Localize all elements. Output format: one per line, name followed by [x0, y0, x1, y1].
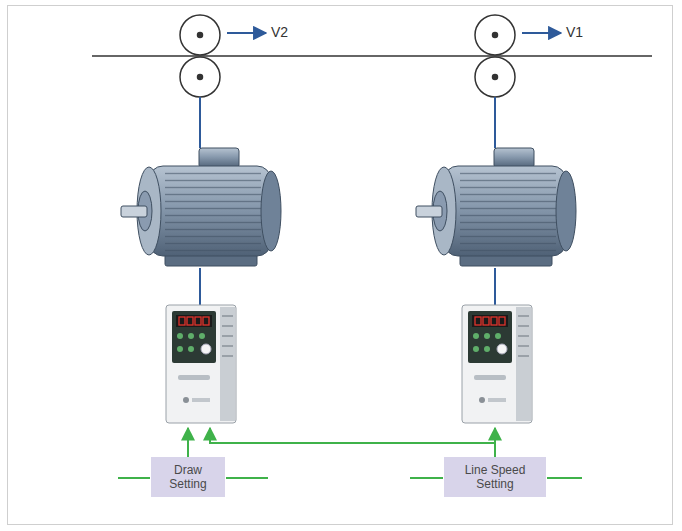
motor [416, 148, 576, 266]
speed-label: V1 [566, 24, 583, 40]
power-cable [199, 268, 201, 305]
roller-pair [180, 15, 220, 97]
speed-arrow [227, 32, 266, 34]
shaft-link [494, 97, 496, 148]
inverter [462, 305, 532, 423]
roller-pair [475, 15, 515, 97]
web-line [92, 55, 652, 57]
setting-box: Line Speed Setting [444, 457, 546, 497]
speed-label: V2 [271, 24, 288, 40]
motor [121, 148, 281, 266]
speed-arrow [522, 32, 561, 34]
setting-label: Draw Setting [157, 463, 219, 491]
setting-label: Line Speed Setting [450, 463, 540, 491]
setting-box: Draw Setting [151, 457, 225, 497]
inverter [166, 305, 236, 423]
power-cable [494, 268, 496, 305]
shaft-link [199, 97, 201, 148]
frame [8, 6, 673, 525]
